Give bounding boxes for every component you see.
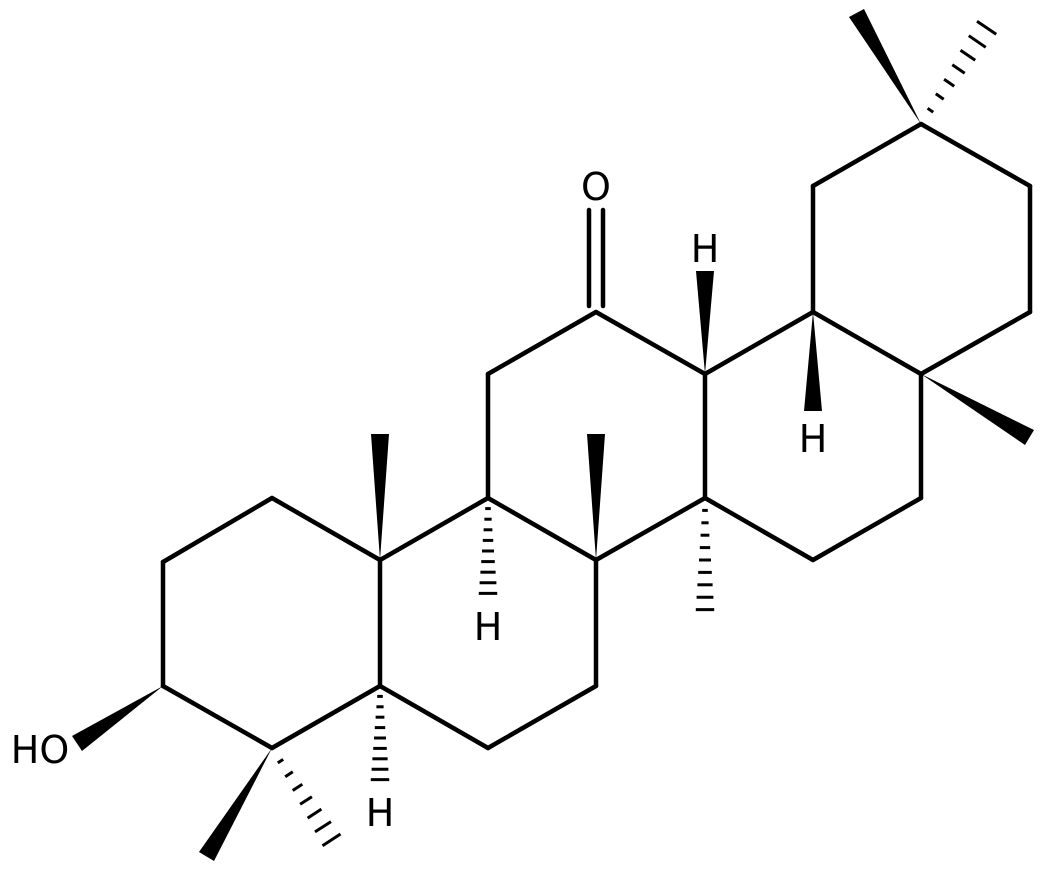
bond <box>485 495 599 563</box>
bond <box>702 309 816 377</box>
bond <box>160 495 275 565</box>
wedge-bond-methyl <box>921 374 1034 445</box>
hydrogen-label: H <box>799 417 828 461</box>
wedge-bond-hydrogen <box>804 312 822 411</box>
hash-stroke <box>284 770 294 778</box>
wedge-bond-methyl <box>199 748 272 861</box>
bond <box>269 495 383 563</box>
hash-stroke <box>299 795 313 806</box>
hash-stroke <box>291 782 304 792</box>
hash-stroke <box>959 49 977 62</box>
bond <box>702 495 816 563</box>
hydrogen-label: H <box>474 605 503 649</box>
hydrogen-label: H <box>366 791 395 835</box>
hash-stroke <box>306 807 323 820</box>
hash-stroke <box>951 63 966 75</box>
hydroxyl-label: HO <box>11 728 69 772</box>
hashed-bonds <box>276 19 998 847</box>
bond <box>485 683 599 751</box>
bond <box>377 683 491 751</box>
wedge-bond-hydrogen <box>696 271 714 374</box>
bond <box>810 309 924 377</box>
hash-stroke <box>967 34 987 49</box>
bond <box>485 309 599 377</box>
bond <box>918 309 1033 377</box>
wedge-bond-methyl <box>849 9 921 124</box>
oxygen-label: O <box>581 165 611 209</box>
hash-stroke <box>976 19 998 36</box>
hash-stroke <box>314 820 332 834</box>
hydrogen-label: H <box>691 227 720 271</box>
bond <box>810 495 924 563</box>
bond <box>593 495 708 563</box>
hash-stroke <box>943 78 956 88</box>
hash-stroke <box>926 107 935 114</box>
hash-stroke <box>321 832 342 847</box>
wedge-bond-hydroxyl <box>72 686 163 751</box>
bond <box>810 121 924 189</box>
wedge-bond-methyl <box>587 434 605 560</box>
bond <box>160 683 275 751</box>
hash-stroke <box>934 92 945 101</box>
bond <box>269 683 383 751</box>
bond <box>377 495 491 563</box>
hash-stroke <box>276 758 285 765</box>
bond <box>593 309 708 377</box>
bond <box>918 121 1033 189</box>
wedge-bond-methyl <box>371 434 389 560</box>
